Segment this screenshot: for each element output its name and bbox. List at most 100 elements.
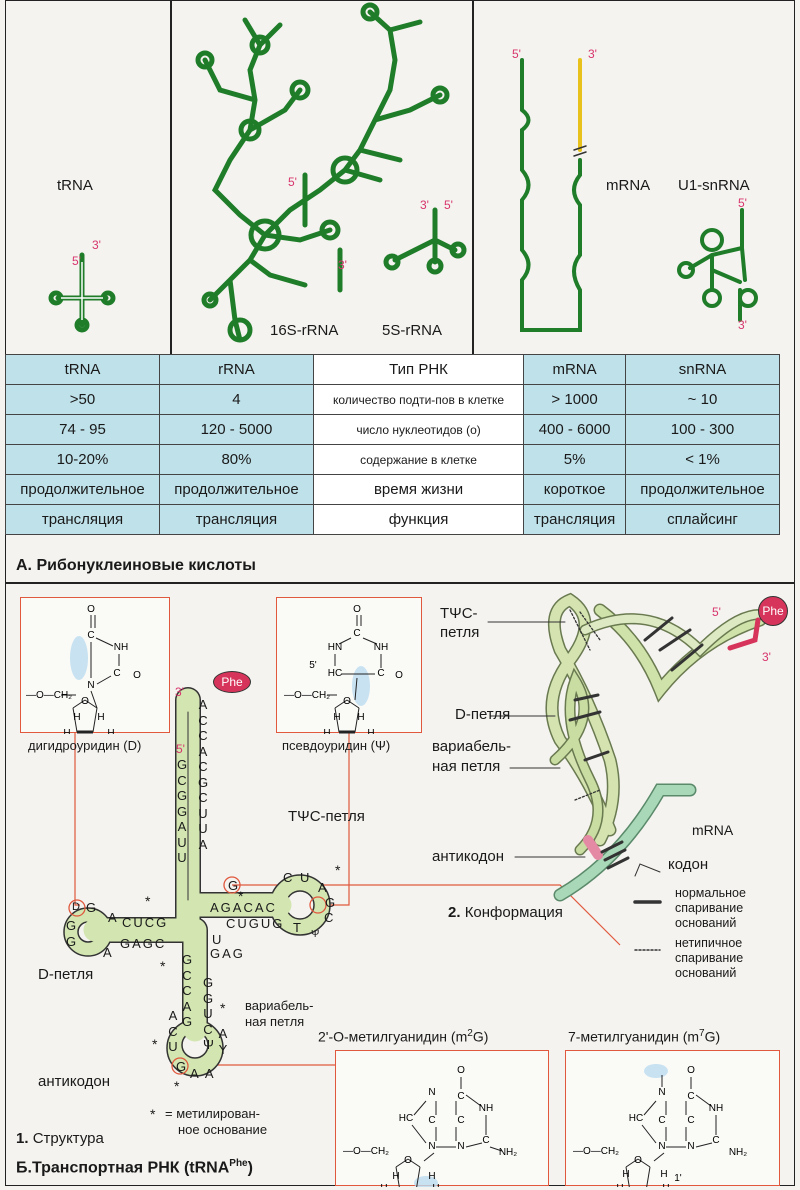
legend-text: нормальное <box>675 886 746 900</box>
atom-label: H <box>107 728 114 734</box>
d-loop-nt: G <box>86 900 99 915</box>
legend-methylated-1: = метилирован- <box>165 1106 260 1121</box>
bond <box>423 1152 435 1162</box>
three-prime-label: 3' <box>92 238 101 252</box>
bond <box>95 637 114 647</box>
atom-label: O <box>687 1065 695 1076</box>
bond <box>637 1158 651 1168</box>
m2g-text: 2'-O-метилгуанидин (m <box>318 1028 468 1045</box>
bond <box>407 1158 421 1168</box>
d-stem-top: CUCG <box>122 915 169 930</box>
methyl-group-highlight <box>414 1176 438 1187</box>
m2g-sup: 2 <box>467 1028 473 1039</box>
five-prime-label: 5' <box>738 196 747 210</box>
atom-label: C <box>428 1115 435 1126</box>
table-cell: 400 - 6000 <box>523 414 626 445</box>
table-cell: >50 <box>5 384 160 415</box>
bond <box>695 1094 712 1107</box>
bond <box>354 707 360 733</box>
bond <box>90 690 98 709</box>
bond <box>641 1124 657 1144</box>
atom-label: NH <box>114 642 128 653</box>
bond <box>334 707 340 733</box>
bond <box>362 637 378 645</box>
atom-label: O <box>404 1155 412 1166</box>
bond <box>395 1158 409 1168</box>
atom-label: N <box>658 1141 665 1152</box>
tpsic-loop-nt: G <box>325 895 338 910</box>
three-prime-label: 3' <box>338 258 347 272</box>
atom-label: —O—CH₂ <box>26 690 72 701</box>
bond <box>92 707 98 733</box>
table-row: >50 4 количество подти-пов в клетке > 10… <box>5 384 781 415</box>
legend-text: оснований <box>675 966 737 980</box>
5s-rrna-label: 5S-rRNA <box>382 322 443 339</box>
atom-label: H <box>662 1183 669 1187</box>
atom-label: H <box>323 728 330 734</box>
atom-label: C <box>658 1115 665 1126</box>
atom-label: NH <box>709 1103 723 1114</box>
section-a-title: А. Рибонуклеиновые кислоты <box>16 557 256 574</box>
table-row: 74 - 95 120 - 5000 число нуклеотидов (о)… <box>5 414 781 445</box>
table-cell: трансляция <box>158 504 314 535</box>
codon-label: кодон <box>668 856 709 873</box>
bond <box>334 699 348 709</box>
five-prime-label: 5' <box>512 47 521 61</box>
m2g-end: G) <box>472 1028 489 1045</box>
bond <box>72 707 78 733</box>
atom-label: NH₂ <box>729 1147 747 1158</box>
modified-base-circles <box>68 876 327 1075</box>
atom-label: C <box>687 1091 694 1102</box>
atom-label: H <box>333 712 340 723</box>
header-cell: snRNA <box>624 354 781 385</box>
column-divider <box>472 0 474 354</box>
m7g-sup: 7 <box>699 1028 705 1039</box>
mrna-shape <box>520 58 587 332</box>
atom-label: N <box>428 1087 435 1098</box>
row-label: число нуклеотидов (о) <box>312 414 525 445</box>
atom-label: H <box>392 1171 399 1182</box>
table-cell: 4 <box>158 384 314 415</box>
atom-label: C <box>482 1135 489 1146</box>
methyl-group-highlight <box>70 636 88 680</box>
table-cell: короткое <box>523 474 626 505</box>
atom-label: —O—CH₂ <box>284 690 330 701</box>
u1-snrna-label: U1-snRNA <box>678 177 750 194</box>
tpsic-loop-label: TΨC- <box>440 605 478 622</box>
methyl-star: * <box>145 893 151 909</box>
atom-label: O <box>133 670 141 681</box>
bond <box>411 1124 427 1144</box>
atom-label: N <box>658 1087 665 1098</box>
trna-inner <box>61 262 103 320</box>
atom-label: 5' <box>309 660 317 671</box>
variable-loop-label-1: вариабель- <box>245 998 314 1013</box>
bond <box>625 1158 639 1168</box>
atom-label: NH₂ <box>499 1147 517 1158</box>
atom-label: O <box>87 604 95 615</box>
row-label: содержание в клетке <box>312 444 525 475</box>
table-cell: 120 - 5000 <box>158 414 314 445</box>
bond <box>96 675 112 685</box>
rna-secondary-structures <box>48 2 758 343</box>
bond <box>84 699 98 709</box>
section-b-title: Б.Транспортная РНК (tRNAPhe) <box>16 1158 253 1177</box>
table-cell: продолжительное <box>5 474 160 505</box>
atom-label: C <box>712 1135 719 1146</box>
atom-label: O <box>343 696 351 707</box>
header-cell: rRNA <box>158 354 314 385</box>
five-prime-label: 5' <box>712 605 721 619</box>
five-prime-label: 5' <box>72 254 81 268</box>
three-prime-label: 3' <box>588 47 597 61</box>
acceptor-3-strand: ACCACGCUUA <box>198 697 209 852</box>
atom-label: NH <box>374 642 388 653</box>
header-cell: mRNA <box>523 354 626 385</box>
atom-label: H <box>428 1171 435 1182</box>
rrna-16s-shape <box>195 2 450 343</box>
acceptor-5-strand: GCGGAUU <box>177 757 188 865</box>
atom-label: —O—CH₂ <box>343 1146 389 1157</box>
phe-amino-acid: Phe <box>213 671 251 693</box>
